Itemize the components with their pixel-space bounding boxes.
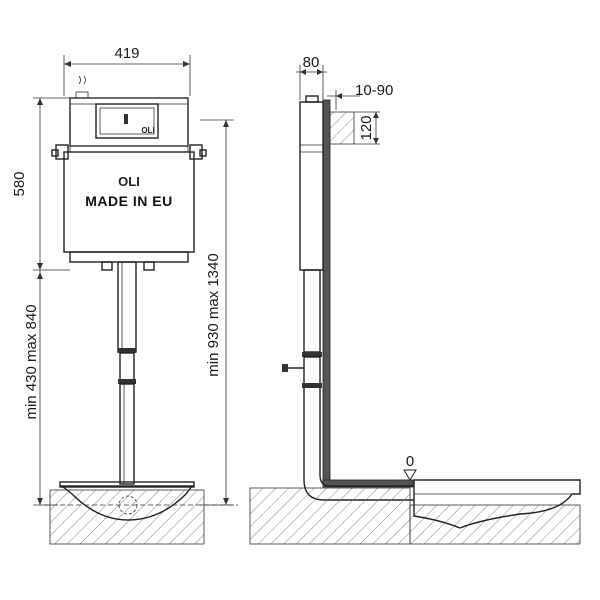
tank-text: MADE IN EU (85, 193, 172, 209)
wall-gap-label: 10-90 (355, 82, 393, 99)
side-cistern (282, 95, 414, 501)
front-view: 419 580 min 430 max 840 min 930 max 1340 (11, 45, 238, 545)
plate-dimension: 120 (329, 111, 380, 145)
leg-label: min 430 max 840 (23, 304, 40, 419)
depth-dimension: 80 (296, 54, 327, 100)
side-view: 80 10-90 120 (249, 54, 581, 545)
width-label: 419 (114, 45, 139, 62)
cistern-tank: OLI MADE IN EU (63, 151, 195, 271)
side-wall (322, 99, 414, 488)
height-label: 580 (11, 171, 28, 196)
total-dimension: min 930 max 1340 (200, 119, 234, 506)
wall-gap-dimension: 10-90 (327, 82, 393, 110)
plate-height-label: 120 (358, 115, 375, 140)
total-label: min 930 max 1340 (205, 253, 222, 376)
width-dimension: 419 (63, 45, 191, 96)
height-dimension: 580 (11, 97, 70, 271)
front-floor (44, 481, 238, 545)
side-floor: 0 (249, 453, 581, 545)
tank-logo: OLI (118, 174, 140, 189)
depth-label: 80 (303, 54, 320, 71)
cistern-frame: OLI (51, 75, 207, 160)
leg-dimension: min 430 max 840 (23, 270, 58, 506)
support-leg (117, 261, 137, 485)
plate-brand-label: OLI (141, 126, 154, 135)
floor-level-label: 0 (406, 453, 414, 470)
